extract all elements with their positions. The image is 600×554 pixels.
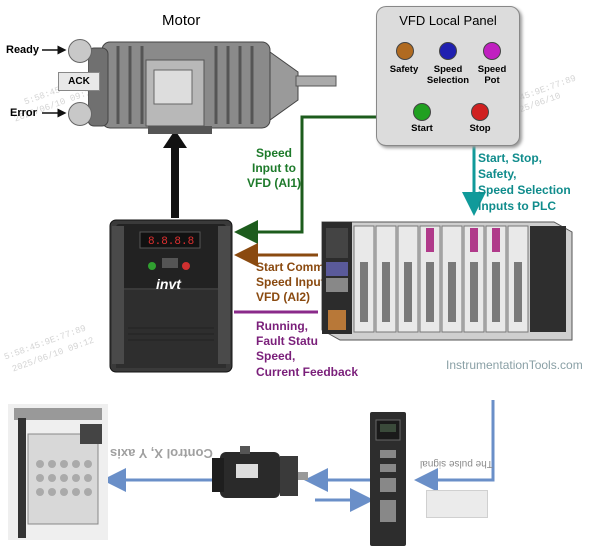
current-feedback-label: Current Feedback [256,365,359,379]
start-button[interactable] [413,103,431,121]
error-label: Error [10,107,37,119]
vfd-to-motor-arrowhead [163,130,187,148]
speed-input-line [234,115,376,244]
plc-inputs-label: Start, Stop, Safety, Speed Selection Inp… [478,151,571,213]
speed-input2-label: Speed Input [256,275,325,289]
motor-image [88,41,337,134]
plc-image [321,221,573,341]
speed-pot-button[interactable] [483,42,501,60]
xy-machine-image [8,404,108,540]
ack-button[interactable]: ACK [58,72,100,91]
site-watermark: InstrumentationTools.com [446,358,583,372]
pulse-signal-line [414,400,495,492]
pulse-signal-label: The pulse signal [420,458,493,469]
ready-label: Ready [6,44,40,56]
speed-selection-button[interactable] [439,42,457,60]
stop-button[interactable] [471,103,489,121]
start-label: Start [411,123,433,134]
vfd-drive-image: 8.8.8.8 [109,219,233,373]
svg-text:8.8.8.8: 8.8.8.8 [148,236,194,248]
motor-title: Motor [162,12,201,29]
vfd-ai2-label: VFD (AI2) [256,290,310,304]
speed-input-label: Speed Input to VFD (AI1) [247,146,301,190]
servo-driver-image [370,412,406,546]
safety-button[interactable] [396,42,414,60]
error-lamp [68,102,92,126]
speed-pot-label: Speed Pot [477,64,507,86]
panel-title: VFD Local Panel [399,13,497,28]
blank-box [426,490,488,518]
servo-motor-image [212,446,308,498]
stop-label: Stop [469,123,491,134]
speed-label: Speed, [256,349,296,363]
control-axis-label: Control X, Y axis [110,446,213,461]
ready-lamp [68,39,92,63]
vfd-local-panel: VFD Local Panel Safety Speed Selection S… [376,6,520,146]
speed-selection-label: Speed Selection [426,64,470,86]
fault-status-label: Fault Statu [256,334,318,348]
running-label: Running, [256,319,308,333]
vfd-brand-logo: invt [156,276,181,292]
safety-label: Safety [389,64,419,75]
start-comm-label: Start Comm [256,260,325,274]
